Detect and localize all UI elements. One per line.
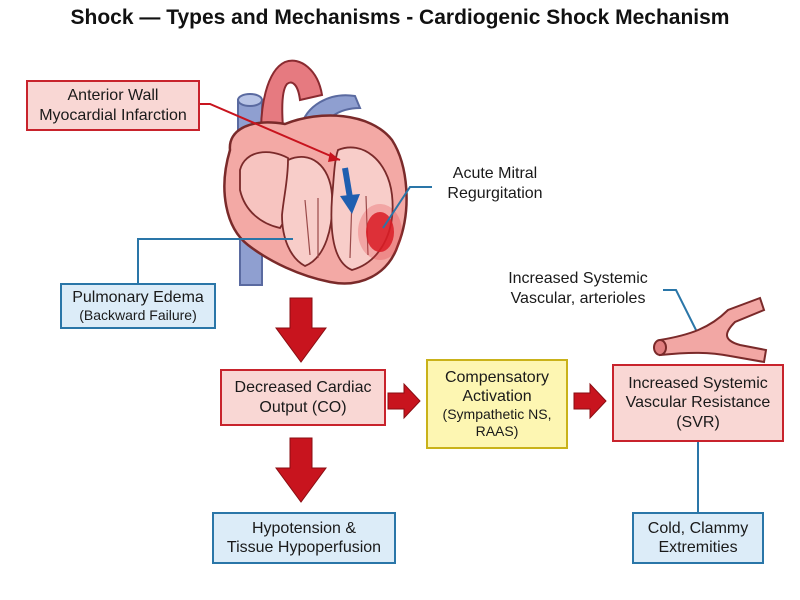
- anterior-mi-line1: Anterior Wall: [67, 87, 159, 105]
- mitral-regurgitation-line1: Acute Mitral: [452, 165, 538, 182]
- arrow-co-to-compensatory: [387, 382, 421, 420]
- vascular-leader: [663, 289, 698, 333]
- flow-arrows: [275, 297, 607, 503]
- mitral-regurgitation-label: Acute Mitral Regurgitation: [430, 164, 560, 204]
- hypotension-line2: Tissue Hypoperfusion: [226, 539, 382, 556]
- increased-svr-line1: Increased Systemic: [628, 375, 768, 393]
- right-ventricle: [281, 156, 334, 267]
- diagram-title: Shock — Types and Mechanisms - Cardiogen…: [70, 6, 730, 29]
- cold-clammy-box: Cold, Clammy Extremities: [632, 512, 764, 564]
- decreased-co-line1: Decreased Cardiac: [234, 379, 372, 397]
- compensatory-activation-box: Compensatory Activation (Sympathetic NS,…: [426, 359, 568, 449]
- anterior-mi-box: Anterior Wall Myocardial Infarction: [26, 80, 200, 131]
- arrow-compensatory-to-svr: [573, 382, 607, 420]
- compensatory-line2: Activation: [462, 388, 532, 406]
- mitral-leader: [382, 186, 432, 229]
- pulmonary-edema-box: Pulmonary Edema (Backward Failure): [60, 283, 216, 329]
- increased-svr-line2: Vascular Resistance: [625, 394, 771, 412]
- mitral-regurgitation-line2: Regurgitation: [447, 185, 543, 202]
- anterior-mi-line2: Myocardial Infarction: [39, 106, 187, 124]
- decreased-co-line2: Output (CO): [259, 398, 347, 416]
- increased-svr-box: Increased Systemic Vascular Resistance (…: [612, 364, 784, 442]
- edema-leader: [137, 238, 293, 283]
- decreased-co-box: Decreased Cardiac Output (CO): [220, 369, 386, 426]
- compensatory-line4: RAAS): [475, 423, 519, 440]
- arrow-co-to-hypotension: [275, 437, 327, 503]
- cold-clammy-line2: Extremities: [658, 539, 738, 556]
- vascular-line1: Increased Systemic: [508, 270, 648, 287]
- mi-leader: [200, 103, 341, 161]
- heart-illustration: [223, 59, 408, 286]
- arrow-heart-to-co: [275, 297, 327, 363]
- increased-svr-line3: (SVR): [676, 413, 720, 431]
- hypotension-box: Hypotension & Tissue Hypoperfusion: [212, 512, 396, 564]
- vascular-line2: Vascular, arterioles: [510, 290, 646, 307]
- pulmonary-edema-line1: Pulmonary Edema: [72, 289, 204, 306]
- compensatory-line1: Compensatory: [444, 369, 550, 387]
- hypotension-line1: Hypotension &: [251, 519, 357, 537]
- compensatory-line3: (Sympathetic NS,: [442, 406, 552, 423]
- regurgitation-arrow: [342, 167, 353, 199]
- cold-clammy-line1: Cold, Clammy: [647, 519, 749, 537]
- pulmonary-edema-line2: (Backward Failure): [79, 307, 197, 324]
- vascular-label: Increased Systemic Vascular, arterioles: [492, 269, 664, 309]
- arteriole-illustration: [653, 296, 768, 364]
